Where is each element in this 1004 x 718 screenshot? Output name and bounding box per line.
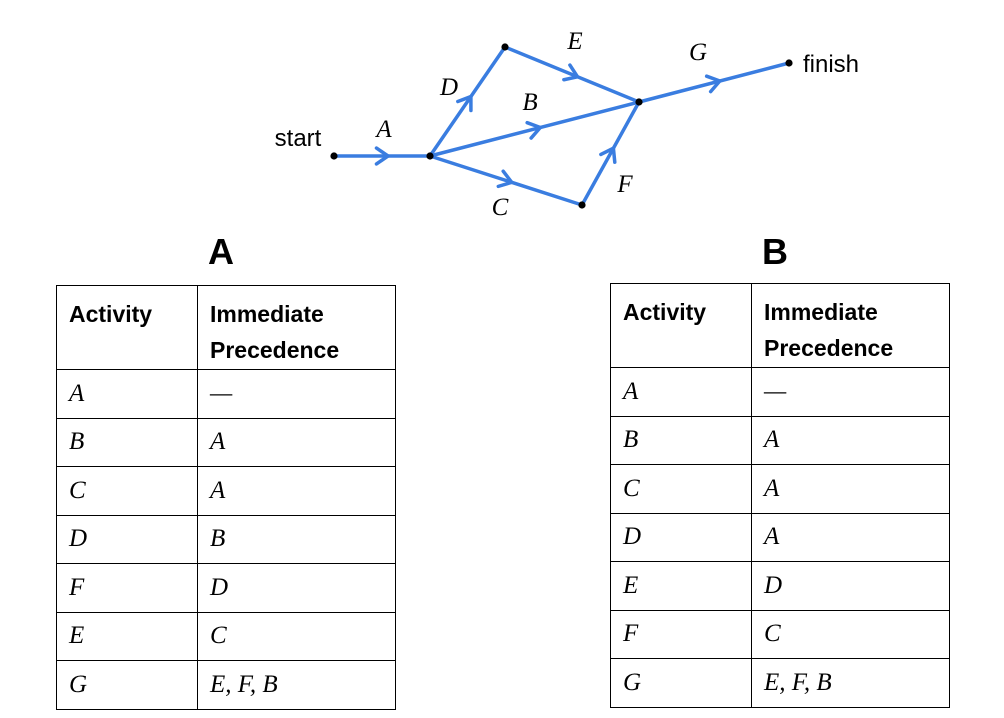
precedence-cell: E, F, B (197, 660, 396, 710)
node-label-finish: finish (803, 51, 859, 78)
edge-E-arrowhead (562, 63, 580, 82)
edge-C-arrowhead (496, 169, 514, 189)
edge-D (428, 45, 507, 158)
activity-cell: B (56, 417, 198, 467)
precedence-cell: A (197, 417, 396, 467)
activity-cell: E (56, 611, 198, 661)
activity-cell: E (610, 561, 752, 611)
node-n1 (426, 152, 434, 160)
activity-cell: G (56, 660, 198, 710)
edge-A-arrowhead (374, 146, 390, 166)
table-a-activity-header: Activity (56, 285, 198, 370)
precedence-cell: A (197, 466, 396, 516)
table-a-heading: A (208, 231, 234, 272)
precedence-cell: B (197, 514, 396, 564)
activity-cell: C (56, 466, 198, 516)
activity-cell: D (610, 512, 752, 562)
activity-cell: C (610, 464, 752, 514)
activity-cell: D (56, 514, 198, 564)
activity-cell: A (56, 369, 198, 419)
edge-label-D: D (439, 74, 458, 101)
edge-G (637, 61, 791, 104)
edge-F-arrowhead (599, 146, 617, 164)
edge-label-A: A (374, 116, 392, 143)
node-finish (785, 59, 793, 67)
edge-D-arrowhead (456, 94, 473, 113)
network-nodes (330, 43, 793, 209)
precedence-cell: D (751, 561, 950, 611)
precedence-cell: A (751, 464, 950, 514)
activity-cell: A (610, 367, 752, 417)
activity-cell: F (610, 609, 752, 659)
edge-label-F: F (616, 171, 633, 198)
node-n2 (501, 43, 509, 51)
edge-label-B: B (522, 89, 537, 116)
precedence-cell: A (751, 512, 950, 562)
node-label-start: start (275, 125, 322, 152)
edge-B-arrowhead (525, 120, 543, 140)
precedence-cell: C (751, 609, 950, 659)
table-b-activity-header: Activity (610, 283, 752, 368)
node-n4 (635, 98, 643, 106)
edge-label-G: G (689, 39, 707, 66)
table-row: A— (610, 367, 950, 417)
precedence-cell: — (751, 367, 950, 417)
precedence-cell: A (751, 415, 950, 465)
edge-label-E: E (566, 28, 582, 55)
precedence-cell: — (197, 369, 396, 419)
node-start (330, 152, 338, 160)
precedence-cell: D (197, 563, 396, 613)
table-row: A— (56, 369, 396, 419)
precedence-cell: C (197, 611, 396, 661)
edge-label-C: C (492, 194, 509, 221)
edge-E (503, 45, 641, 104)
table-b-heading: B (762, 231, 788, 272)
edge-B (428, 100, 641, 158)
activity-cell: G (610, 658, 752, 708)
activity-cell: B (610, 415, 752, 465)
activity-cell: F (56, 563, 198, 613)
node-n3 (578, 201, 586, 209)
precedence-cell: E, F, B (751, 658, 950, 708)
edge-F (580, 100, 641, 207)
edge-C (428, 154, 584, 207)
edge-G-arrowhead (704, 74, 722, 94)
network-edges (332, 45, 791, 207)
